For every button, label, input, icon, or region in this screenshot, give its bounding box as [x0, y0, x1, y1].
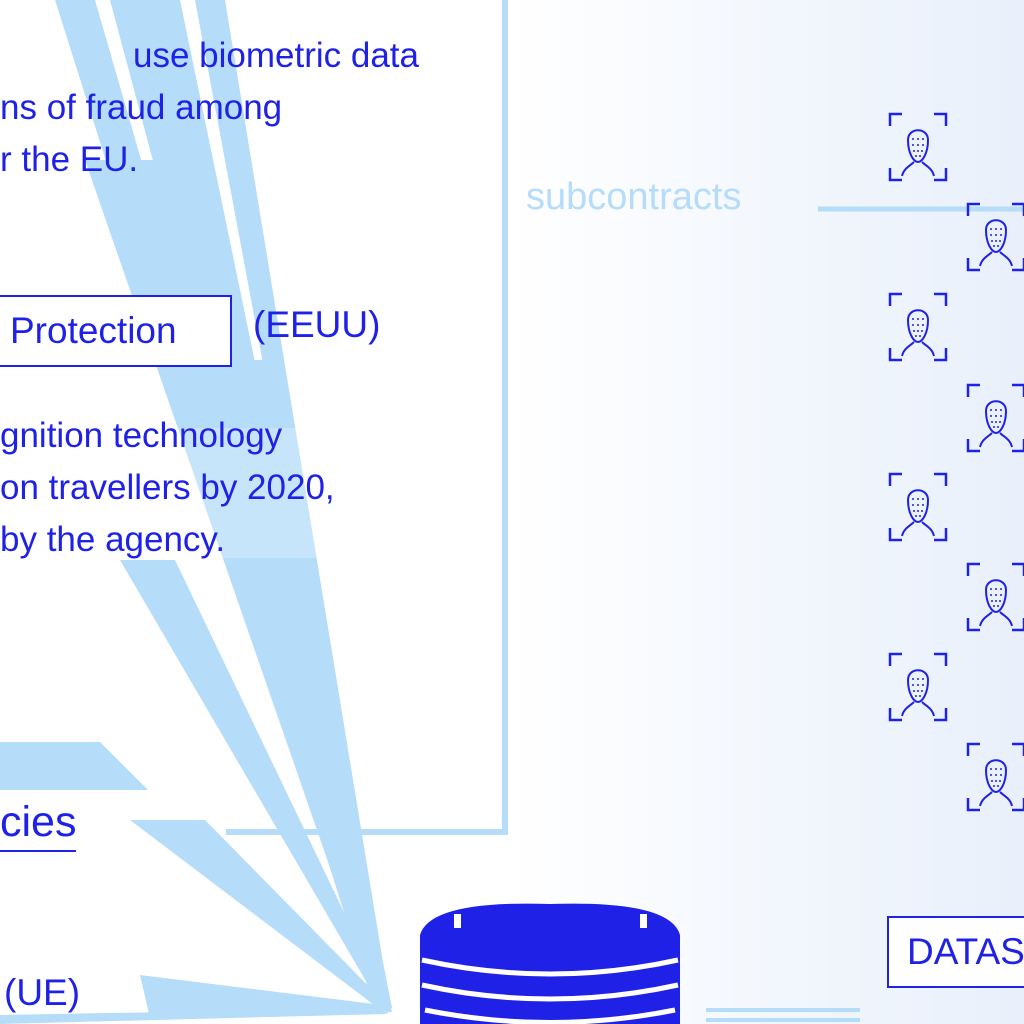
label-datasets: DATAS: [887, 916, 1024, 988]
face-scan-icon: [888, 292, 948, 362]
face-scan-icon: [888, 472, 948, 542]
connector-line: [226, 0, 508, 835]
face-scan-icon: [966, 383, 1024, 453]
paragraph-line: r the EU.: [0, 140, 139, 179]
label-protection: Protection: [0, 295, 232, 367]
label-agencies[interactable]: cies: [0, 796, 77, 852]
face-scan-icon: [888, 112, 948, 182]
paragraph-top: . use biometric data ns of fraud among r…: [0, 0, 419, 186]
beam: [85, 160, 388, 1012]
paragraph-line: ns of fraud among: [0, 88, 283, 127]
paragraph-line: use biometric data: [133, 36, 419, 75]
paragraph-line: on travellers by 2020,: [0, 468, 335, 507]
beam: [120, 560, 390, 1012]
beam: [140, 975, 392, 1018]
paragraph-line: gnition technology: [0, 416, 283, 455]
face-scan-icon: [966, 742, 1024, 812]
face-scan-icon: [888, 652, 948, 722]
beam: [0, 1008, 385, 1024]
database-line: [706, 1008, 860, 1022]
beam: [0, 742, 148, 790]
paragraph-middle: gnition technology on travellers by 2020…: [0, 410, 335, 566]
face-scan-icons: [888, 112, 1024, 812]
label-eeuu: (EEUU): [253, 304, 381, 345]
paragraph-line: by the agency.: [0, 520, 226, 559]
beam: [130, 820, 392, 1014]
label-subcontracts: subcontracts: [526, 176, 742, 218]
database-icon: [420, 903, 680, 1024]
label-ue: (UE): [4, 972, 81, 1013]
fan-beams: [0, 0, 392, 1024]
face-scan-icon: [966, 202, 1024, 272]
beam: [225, 360, 392, 1012]
face-scan-icon: [966, 562, 1024, 632]
